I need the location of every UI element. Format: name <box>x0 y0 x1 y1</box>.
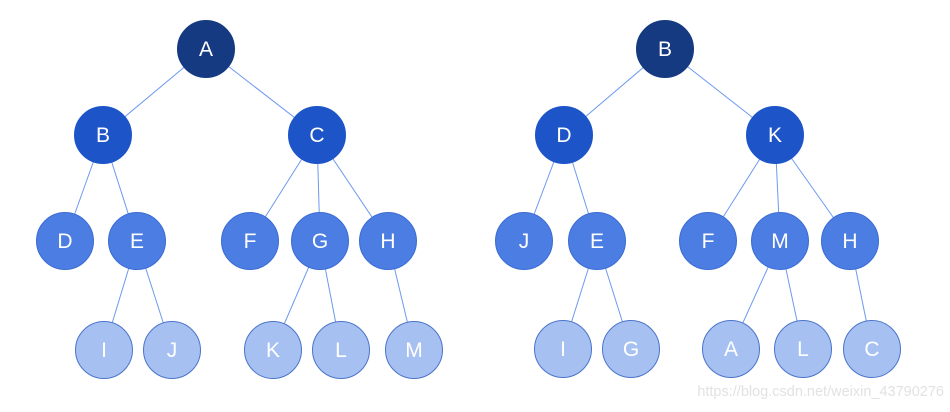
tree-node-b: B <box>74 106 132 164</box>
tree-node-h: H <box>359 212 417 270</box>
tree-node-d: D <box>36 212 94 270</box>
tree-node-i: I <box>75 321 133 379</box>
tree-node-h: H <box>821 212 879 270</box>
tree-node-j: J <box>143 321 201 379</box>
tree-node-g: G <box>602 320 660 378</box>
tree-node-g: G <box>291 212 349 270</box>
tree-node-f: F <box>679 212 737 270</box>
watermark-text: https://blog.csdn.net/weixin_43790276 <box>697 384 944 400</box>
tree-node-k: K <box>244 321 302 379</box>
tree-node-k: K <box>746 106 804 164</box>
tree-node-d: D <box>535 106 593 164</box>
tree-node-a: A <box>177 20 235 78</box>
tree-node-i: I <box>534 320 592 378</box>
tree-node-j: J <box>495 212 553 270</box>
tree-node-e: E <box>568 212 626 270</box>
tree-node-f: F <box>221 212 279 270</box>
tree-node-c: C <box>843 320 901 378</box>
tree-node-l: L <box>774 320 832 378</box>
tree-node-c: C <box>288 106 346 164</box>
tree-node-a: A <box>702 320 760 378</box>
tree-node-l: L <box>312 321 370 379</box>
tree-node-b: B <box>636 20 694 78</box>
tree-node-m: M <box>751 212 809 270</box>
tree-node-m: M <box>385 321 443 379</box>
tree-node-e: E <box>108 212 166 270</box>
